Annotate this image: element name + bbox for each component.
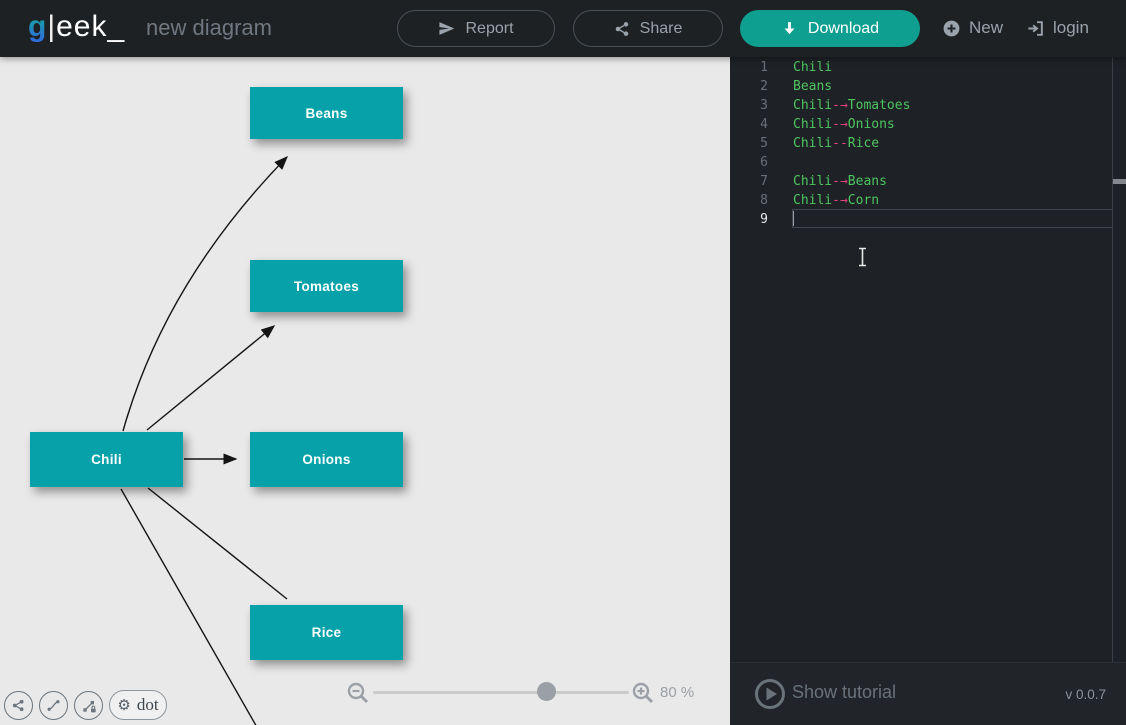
line-number: 6	[760, 155, 768, 170]
new-label: New	[969, 18, 1004, 37]
zoom-in-icon[interactable]	[631, 681, 655, 705]
zoom-level-label: 80 %	[660, 684, 695, 701]
line-number: 8	[760, 193, 768, 208]
text-caret	[793, 211, 794, 226]
share-label: Share	[639, 19, 683, 37]
editor-scrollbar-thumb[interactable]	[1113, 179, 1126, 184]
login-button[interactable]: login	[1026, 14, 1089, 42]
code-line: 4 Chili-→Onions	[730, 115, 1126, 134]
edge-chili-beans	[122, 155, 288, 432]
active-line-highlight	[792, 209, 1113, 228]
node-tomatoes[interactable]: Tomatoes	[250, 260, 403, 312]
code-token: Chili	[793, 174, 833, 189]
node-onions[interactable]: Onions	[250, 432, 403, 487]
node-label: Onions	[302, 452, 351, 467]
code-token: Chili	[793, 98, 833, 113]
logo-cursor: |	[47, 10, 57, 43]
plus-circle-icon	[943, 20, 960, 36]
layout-engine-selector[interactable]: ⚙ dot	[109, 690, 167, 720]
zoom-slider-thumb[interactable]	[537, 682, 556, 701]
zoom-out-icon[interactable]	[346, 681, 370, 705]
code-line: 5 Chili--Rice	[730, 134, 1126, 153]
code-token: Rice	[847, 136, 880, 151]
code-line: 7 Chili-→Beans	[730, 172, 1126, 191]
lock-layout-icon	[82, 700, 96, 712]
code-token: Onions	[847, 117, 895, 132]
node-label: Rice	[311, 625, 342, 640]
share-button[interactable]: Share	[573, 10, 723, 47]
document-title[interactable]: new diagram	[146, 15, 272, 40]
new-diagram-button[interactable]: New	[942, 14, 1003, 42]
code-line: 8 Chili-→Corn	[730, 191, 1126, 210]
report-label: Report	[465, 19, 514, 37]
paper-plane-icon	[439, 22, 455, 35]
code-token: Chili	[793, 193, 833, 208]
gear-icon: ⚙	[117, 696, 131, 714]
code-line: 6	[730, 153, 1126, 172]
line-number: 3	[760, 98, 768, 113]
sign-in-icon	[1028, 20, 1043, 36]
zoom-slider-track[interactable]	[373, 691, 629, 694]
node-label: Beans	[305, 105, 348, 121]
code-line: 2 Beans	[730, 77, 1126, 96]
diagram-canvas[interactable]: Beans Tomatoes Onions Chili Rice ⚙ dot 8…	[0, 57, 730, 725]
share-nodes-layout-button[interactable]	[4, 691, 33, 720]
code-line: 3 Chili-→Tomatoes	[730, 96, 1126, 115]
download-button[interactable]: Download	[740, 10, 920, 47]
show-tutorial-label[interactable]: Show tutorial	[792, 682, 897, 702]
code-token: -→	[832, 117, 848, 132]
engine-label: dot	[136, 695, 159, 714]
tutorial-bar: Show tutorial v 0.0.7	[730, 662, 1126, 725]
edge-chili-tomatoes	[146, 325, 276, 431]
code-token: -→	[832, 174, 848, 189]
play-circle-icon	[755, 679, 785, 709]
edge-chili-rice	[147, 487, 288, 600]
code-token: Chili	[793, 60, 833, 75]
zoom-bar: 80 %	[340, 681, 710, 705]
version-label: v 0.0.7	[1065, 687, 1106, 702]
app-logo[interactable]: g|eek_	[28, 10, 125, 44]
line-number: 1	[760, 60, 768, 75]
code-token: Tomatoes	[847, 98, 911, 113]
logo-g: g	[28, 10, 48, 43]
code-token: -→	[832, 98, 848, 113]
curved-edge-icon	[47, 700, 60, 711]
navbar: g|eek_ new diagram Report Share Download…	[0, 0, 1126, 57]
node-chili[interactable]: Chili	[30, 432, 183, 487]
code-token: Corn	[847, 193, 880, 208]
code-token: --	[832, 136, 848, 151]
edge-chili-corn	[120, 488, 257, 725]
line-number-active: 9	[760, 212, 768, 227]
ibeam-mouse-cursor	[859, 247, 866, 267]
share-nodes-icon	[615, 21, 628, 36]
share-nodes-icon	[12, 699, 24, 712]
code-token: -→	[832, 193, 848, 208]
code-token: Beans	[847, 174, 887, 189]
line-number: 2	[760, 79, 768, 94]
node-label: Tomatoes	[293, 278, 360, 294]
download-label: Download	[807, 19, 880, 37]
line-number: 4	[760, 117, 768, 132]
code-token: Beans	[793, 79, 833, 94]
code-line: 9	[730, 210, 1126, 229]
node-beans[interactable]: Beans	[250, 87, 403, 139]
edge-curve-style-button[interactable]	[39, 691, 68, 720]
code-token: Chili	[793, 117, 833, 132]
node-label: Chili	[91, 452, 122, 467]
report-button[interactable]: Report	[397, 10, 555, 47]
node-rice[interactable]: Rice	[250, 605, 403, 660]
download-icon	[784, 22, 795, 35]
code-line: 1 Chili	[730, 58, 1126, 77]
code-token: Chili	[793, 136, 833, 151]
diagram-edges	[120, 155, 288, 725]
lock-positions-button[interactable]	[74, 691, 103, 720]
login-label: login	[1053, 18, 1089, 37]
show-tutorial-button[interactable]	[754, 678, 786, 715]
logo-rest: eek_	[56, 10, 126, 43]
line-number: 5	[760, 136, 768, 151]
line-number: 7	[760, 174, 768, 189]
editor-scrollbar-track	[1112, 57, 1113, 662]
